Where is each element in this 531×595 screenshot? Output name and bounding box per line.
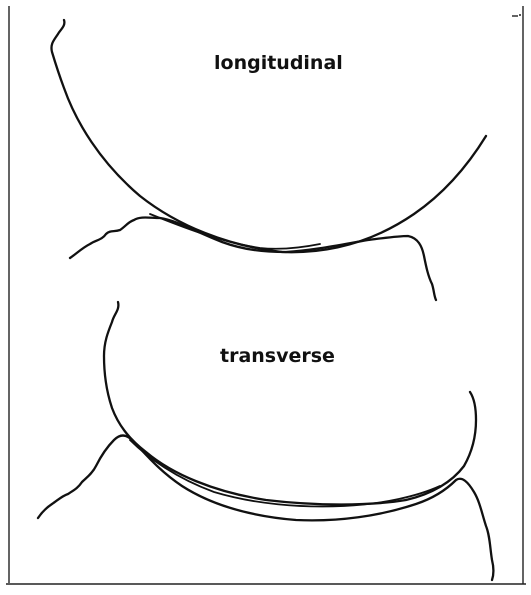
transverse-upper-surface bbox=[104, 302, 476, 505]
longitudinal-lower-surface bbox=[70, 218, 436, 301]
transverse-lower-surface bbox=[38, 436, 494, 581]
label-longitudinal: longitudinal bbox=[214, 52, 343, 74]
label-transverse: transverse bbox=[220, 345, 335, 367]
speck-1 bbox=[519, 14, 521, 16]
